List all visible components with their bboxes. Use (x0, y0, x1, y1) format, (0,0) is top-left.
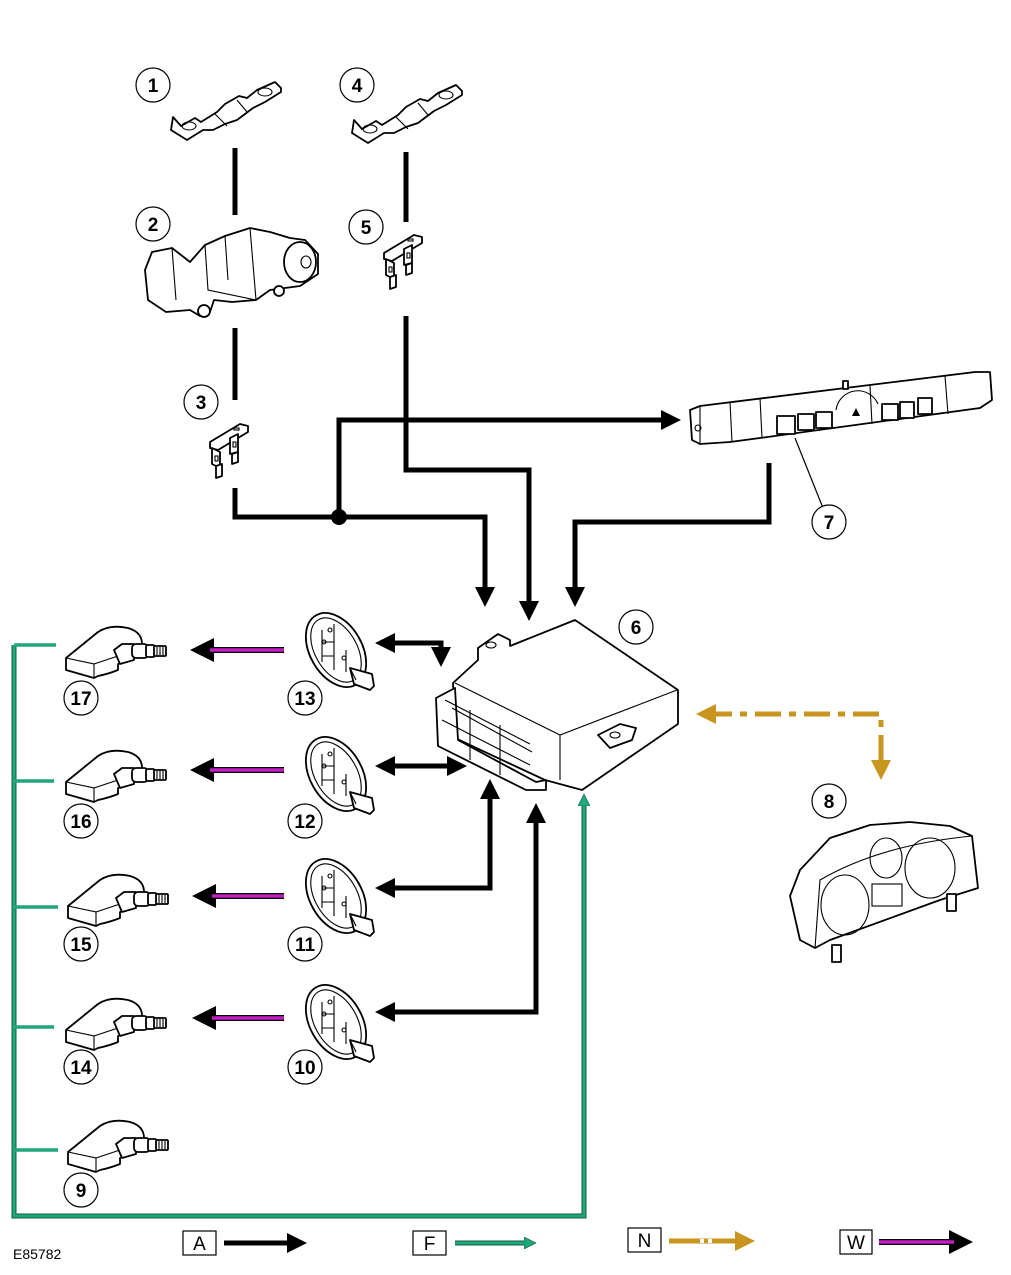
legend-item-a: A (182, 1230, 307, 1256)
callout-15: 15 (63, 926, 99, 962)
legend-item-f: F (412, 1230, 530, 1256)
callout-8: 8 (811, 783, 847, 819)
svg-text:N: N (638, 1231, 652, 1252)
svg-text:1: 1 (148, 76, 159, 97)
svg-text:9: 9 (76, 1181, 87, 1202)
svg-text:F: F (424, 1234, 436, 1255)
line-6-8 (696, 704, 891, 780)
junction-dot (331, 509, 347, 525)
callout-4: 4 (339, 67, 375, 103)
svg-text:11: 11 (295, 935, 316, 956)
control-module-icon (435, 619, 679, 791)
svg-text:17: 17 (70, 689, 91, 710)
callout-1: 1 (135, 67, 171, 103)
tire-pressure-sensor-icon (67, 1119, 169, 1173)
svg-text:12: 12 (294, 812, 315, 833)
svg-text:4: 4 (352, 76, 363, 97)
svg-text:2: 2 (148, 215, 159, 236)
callout-10: 10 (287, 1049, 323, 1085)
connection-lines-f (11, 643, 584, 1219)
tire-pressure-sensor-icon (65, 749, 167, 803)
svg-text:W: W (847, 1233, 865, 1254)
callout-7: 7 (811, 504, 847, 540)
line-3-6 (232, 488, 495, 607)
ignition-switch-icon (144, 227, 319, 318)
callout-5: 5 (348, 209, 384, 245)
connection-lines-n (696, 704, 891, 780)
callout-17: 17 (63, 680, 99, 716)
callout-16: 16 (63, 803, 99, 839)
line-10-6 (374, 803, 546, 1022)
legend: A F N W (182, 1227, 973, 1256)
callout-14: 14 (63, 1049, 99, 1085)
callout-9: 9 (63, 1172, 99, 1208)
legend-item-w: W (839, 1229, 973, 1255)
svg-text:8: 8 (824, 792, 835, 813)
line-7-6 (565, 463, 772, 607)
tire-pressure-sensor-icon (65, 625, 167, 679)
callout-leader-7 (794, 437, 824, 509)
callout-13: 13 (287, 680, 323, 716)
svg-text:5: 5 (361, 218, 372, 239)
bus-f (12, 645, 584, 1218)
svg-text:14: 14 (70, 1058, 92, 1079)
connection-lines-a (232, 148, 772, 1022)
callout-2: 2 (135, 206, 171, 242)
svg-text:16: 16 (70, 812, 91, 833)
svg-text:7: 7 (824, 513, 835, 534)
line-13-6 (374, 633, 451, 667)
line-5-6 (403, 316, 539, 621)
tire-pressure-sensor-icon (67, 873, 169, 927)
megafuse-icon (170, 81, 282, 141)
line-11-6 (374, 779, 500, 898)
tire-pressure-sensor-icon (65, 997, 167, 1051)
svg-text:6: 6 (631, 618, 642, 639)
figure-reference-code: E85782 (13, 1246, 61, 1262)
instrument-cluster-icon (789, 821, 979, 963)
callout-6: 6 (618, 609, 654, 645)
callout-3: 3 (183, 384, 219, 420)
switch-panel-icon (689, 371, 993, 445)
callout-12: 12 (287, 803, 323, 839)
svg-text:10: 10 (294, 1058, 315, 1079)
svg-text:A: A (193, 1234, 206, 1255)
svg-text:3: 3 (196, 393, 207, 414)
line-3-7 (336, 410, 681, 517)
blade-fuse-icon (383, 234, 423, 290)
blade-fuse-icon (209, 423, 249, 479)
legend-item-n: N (627, 1227, 755, 1253)
svg-text:13: 13 (294, 689, 315, 710)
connection-lines-w (190, 638, 284, 1030)
svg-text:15: 15 (70, 935, 92, 956)
callout-11: 11 (287, 926, 323, 962)
